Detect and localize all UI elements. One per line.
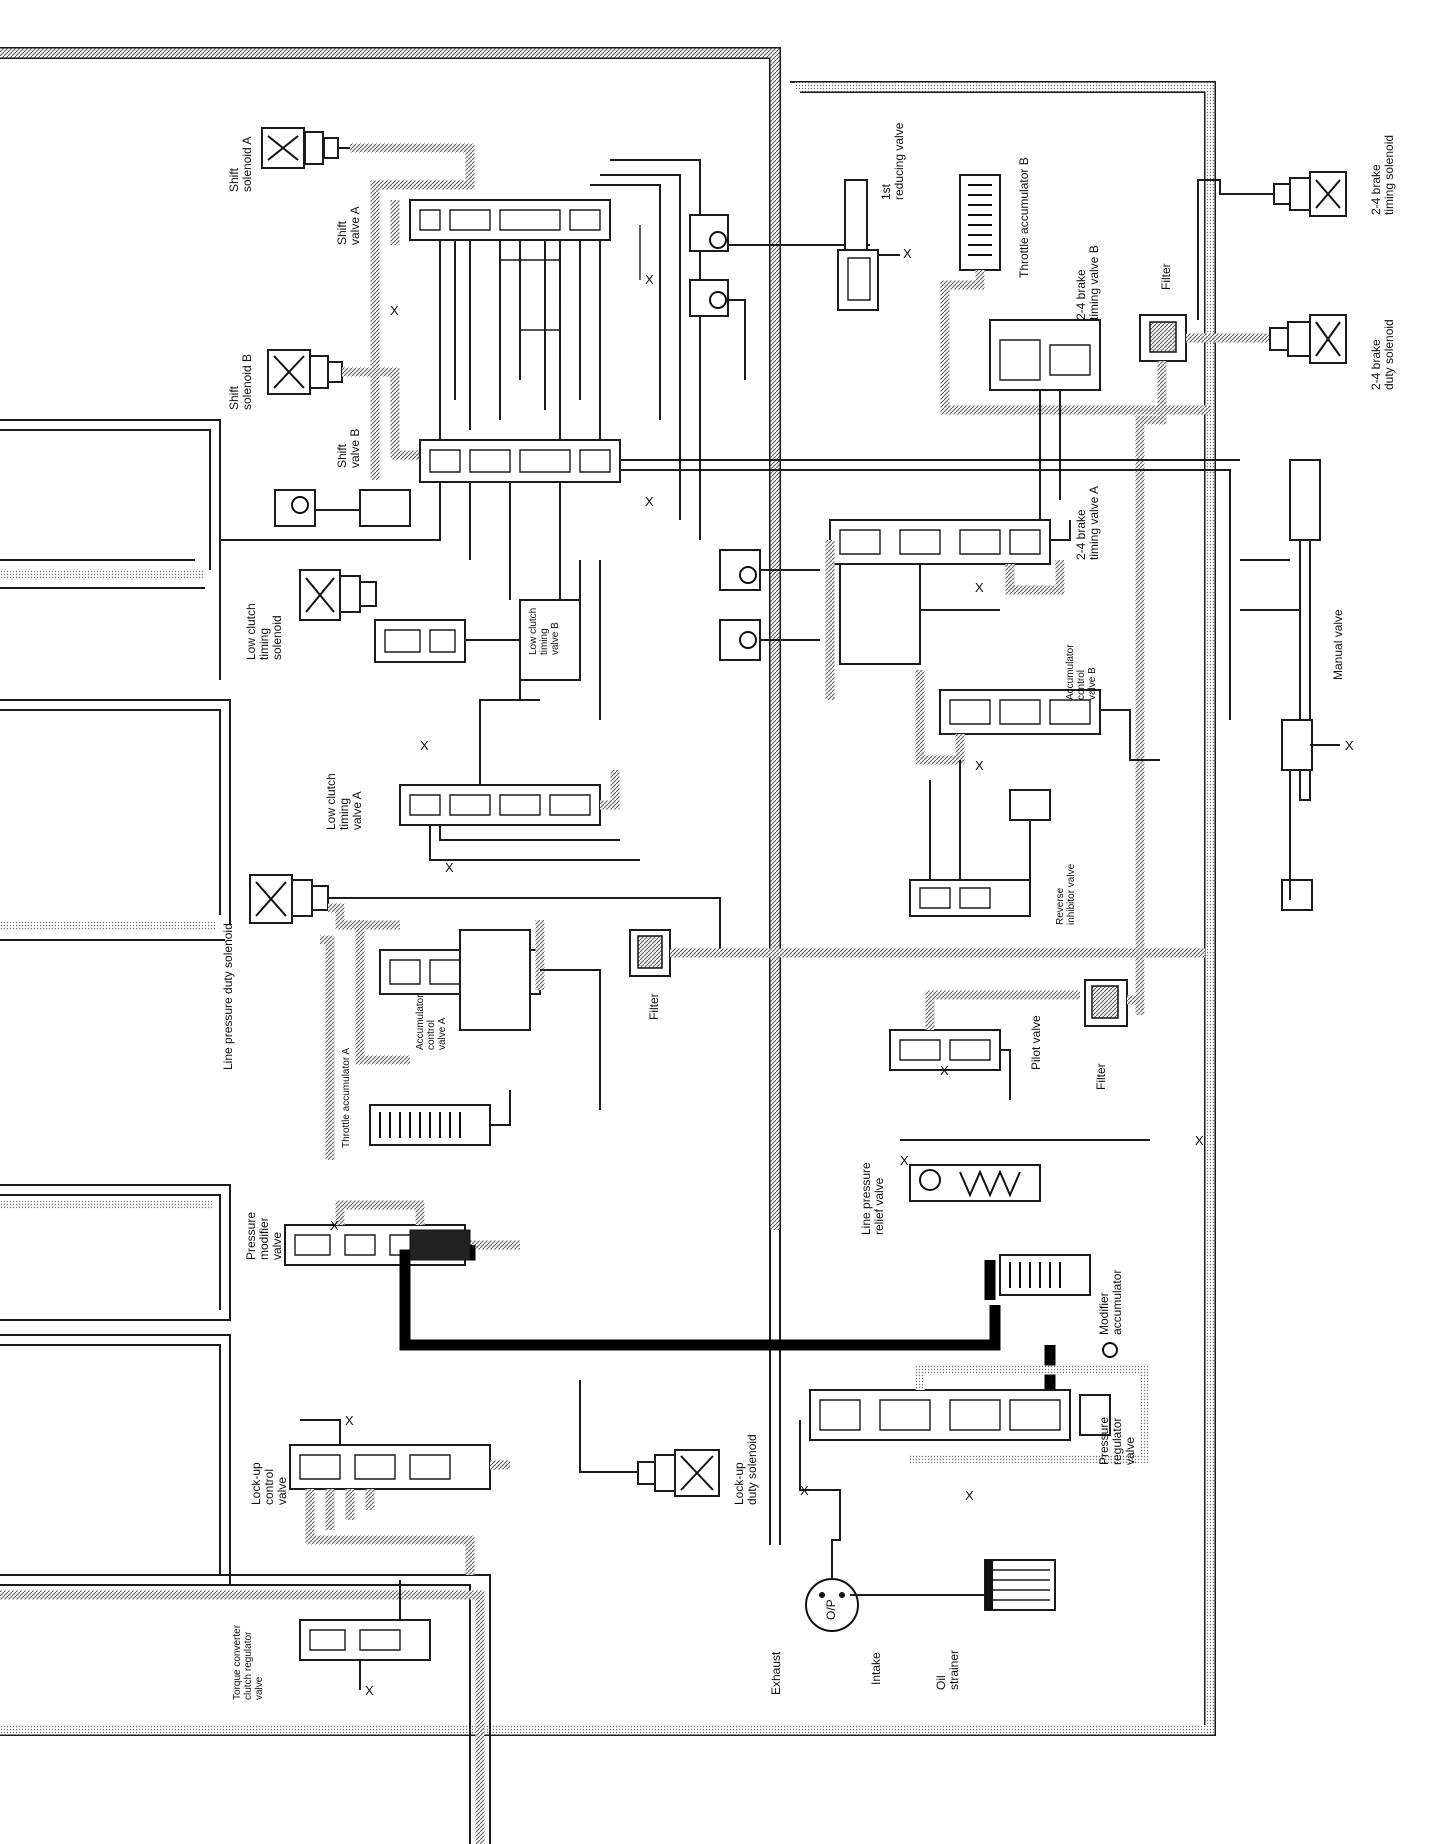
svg-text:X: X [330, 1218, 339, 1233]
drain-marks: X X X X X X X X X X X X X X X X X [330, 246, 1354, 1698]
svg-text:X: X [1345, 738, 1354, 753]
label-filter-top: Filter [1159, 263, 1173, 290]
label-manual-valve: Manual valve [1331, 609, 1345, 680]
label-pilot-valve: Pilot valve [1029, 1015, 1043, 1070]
label-throttle-accumulator-b: Throttle accumulator B [1017, 157, 1031, 278]
first-reducing-valve-symbol [837, 179, 900, 311]
svg-text:X: X [645, 272, 654, 287]
left-bus-lines [0, 419, 231, 1585]
svg-text:X: X [420, 738, 429, 753]
svg-text:X: X [940, 1063, 949, 1078]
pressure-regulator-valve-symbol [809, 1342, 1150, 1465]
lock-up-duty-solenoid-symbol [579, 1380, 720, 1497]
label-intake: Intake [869, 1652, 883, 1685]
label-oil-pump: O/P [824, 1599, 838, 1620]
svg-text:X: X [390, 303, 399, 318]
svg-text:X: X [903, 246, 912, 261]
pilot-valve-symbol [889, 990, 1080, 1100]
oil-pump-symbol [799, 1420, 1001, 1632]
accumulator-control-valve-a-symbol [355, 920, 601, 1110]
brake-24-timing-valve-a-symbol [825, 519, 1071, 700]
brake-24-duty-solenoid-symbol [1269, 314, 1347, 364]
label-line-pressure-duty-solenoid: Line pressure duty solenoid [221, 923, 235, 1070]
shift-solenoid-a-symbol [261, 127, 475, 480]
label-throttle-accumulator-a: Throttle accumulator A [341, 1047, 352, 1148]
line-pressure-relief-valve-symbol [900, 1139, 1150, 1202]
svg-text:X: X [965, 1488, 974, 1503]
svg-text:X: X [345, 1413, 354, 1428]
svg-text:X: X [645, 494, 654, 509]
low-clutch-timing-solenoid-symbol [299, 569, 377, 621]
outer-passages [0, 47, 1216, 1844]
accumulator-control-valve-b-symbol [915, 670, 1160, 765]
oil-strainer-symbol [984, 1559, 1056, 1611]
throttle-accumulator-a-symbol [320, 935, 511, 1160]
check-valves-center [719, 549, 820, 661]
label-filter-right: Filter [1094, 1063, 1108, 1090]
check-valves-left [274, 489, 411, 527]
tcc-regulator-valve-symbol [299, 1580, 431, 1690]
modifier-accumulator-symbol [399, 1229, 1091, 1400]
shift-valve-a-symbol [390, 159, 701, 540]
svg-text:X: X [800, 1483, 809, 1498]
filter-right-symbol [1084, 979, 1140, 1027]
low-clutch-timing-valve-a-symbol [399, 699, 640, 861]
lock-up-control-valve-symbol [289, 1419, 510, 1575]
filter-top-symbol [1135, 314, 1300, 1015]
svg-text:X: X [975, 580, 984, 595]
low-clutch-timing-valve-b-symbol [374, 560, 601, 720]
svg-text:X: X [445, 860, 454, 875]
svg-text:X: X [1195, 1133, 1204, 1148]
check-valves-a [689, 214, 870, 380]
svg-text:X: X [365, 1683, 374, 1698]
throttle-accumulator-b-symbol [940, 174, 1210, 415]
filter-mid-symbol [629, 929, 1205, 977]
brake-24-timing-valve-b-symbol [989, 319, 1101, 520]
svg-text:X: X [975, 758, 984, 773]
shift-valve-b-symbol [220, 439, 1240, 720]
reverse-inhibitor-valve-symbol [909, 760, 1051, 917]
brake-24-timing-solenoid-symbol [1197, 171, 1347, 320]
line-pressure-duty-solenoid-symbol [249, 874, 721, 950]
label-exhaust: Exhaust [769, 1651, 783, 1695]
label-filter-mid: Filter [647, 993, 661, 1020]
svg-text:X: X [900, 1153, 909, 1168]
manual-valve-symbol [1240, 459, 1340, 911]
